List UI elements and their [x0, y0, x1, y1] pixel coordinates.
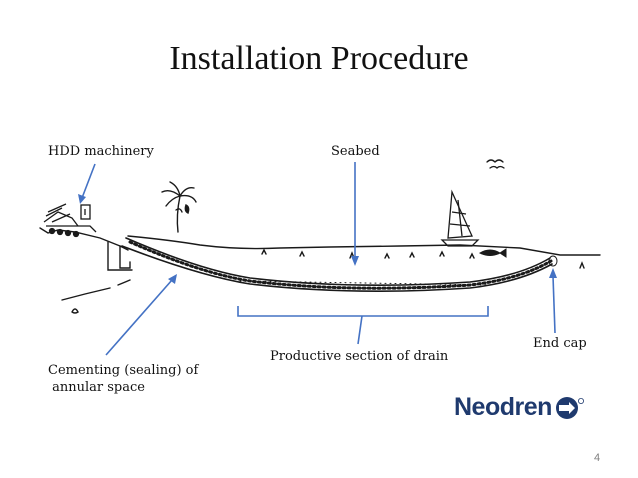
- slide-title: Installation Procedure: [169, 40, 469, 77]
- page-number: 4: [594, 452, 601, 464]
- hdd-arrow: [78, 163, 96, 204]
- cementing-label-line1: Cementing (sealing) of: [48, 363, 199, 378]
- seabed-surface: [127, 235, 601, 269]
- end-cap-label: End cap: [533, 336, 587, 351]
- cementing-arrow: [105, 274, 177, 356]
- logo-text: Neodren: [454, 393, 552, 421]
- seabed-label: Seabed: [331, 144, 380, 159]
- end-cap-arrow: [549, 268, 557, 334]
- hdd-machinery-label: HDD machinery: [48, 144, 154, 159]
- fish-drawing: [478, 248, 507, 258]
- neodren-logo: Neodren: [454, 393, 585, 422]
- birds-drawing: [486, 159, 505, 169]
- logo-mark-icon: [555, 396, 584, 419]
- palm-tree-drawing: [161, 181, 197, 233]
- shore-ground: [39, 227, 133, 314]
- productive-section-label: Productive section of drain: [270, 349, 449, 364]
- seabed-arrow: [351, 162, 359, 266]
- hdd-machinery-drawing: [43, 203, 97, 238]
- drain-pipe: [121, 237, 558, 292]
- sailboat-drawing: [440, 189, 480, 247]
- productive-section-bracket: [237, 306, 489, 345]
- cementing-label-line2: annular space: [48, 380, 145, 395]
